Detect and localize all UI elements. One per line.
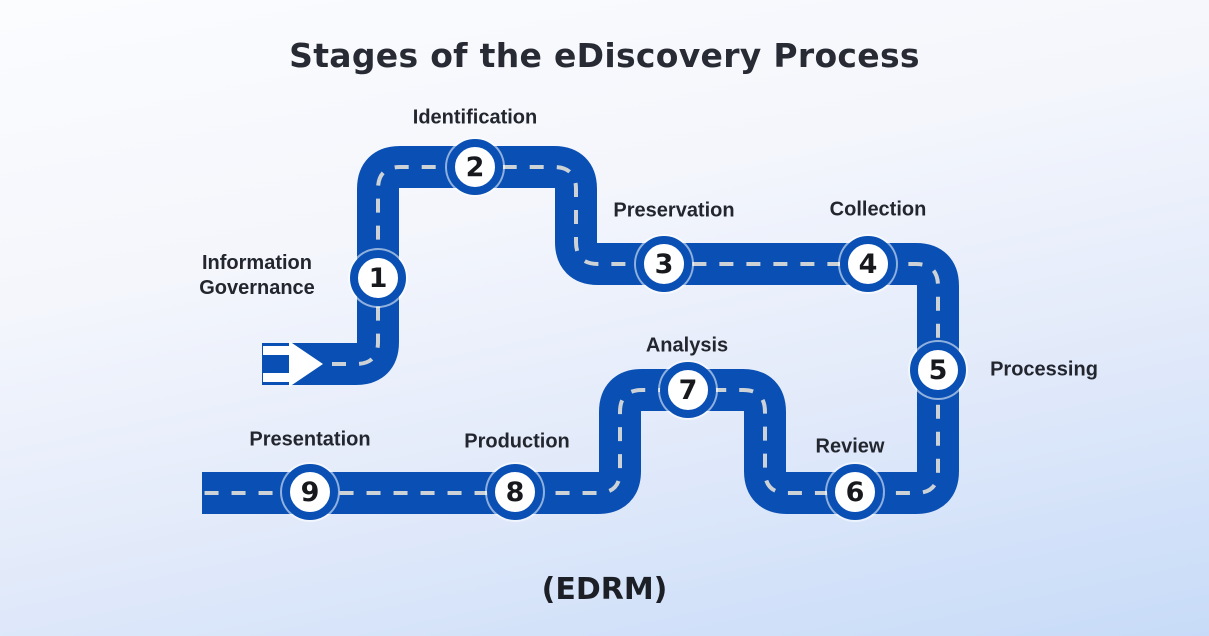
stage-label-presentation: Presentation [249,428,371,451]
stage-label-review: Review [815,435,885,458]
stage-circle-information-governance: 1 [350,250,406,306]
stage-circle-analysis: 7 [660,362,716,418]
stage-number: 5 [928,354,948,386]
stage-circle-production: 8 [487,464,543,520]
stage-number: 2 [465,151,485,183]
arrow-tail-bar-bottom [263,373,290,382]
road-center-dashes [204,165,940,495]
stage-circle-identification: 2 [447,139,503,195]
stage-circle-preservation: 3 [636,236,692,292]
stage-number: 9 [300,476,320,508]
stage-label-collection: Collection [829,198,927,221]
stage-label-processing: Processing [990,358,1098,381]
stage-number: 7 [678,374,698,406]
stage-label-production: Production [464,430,570,453]
edrm-caption: (EDRM) [541,572,668,607]
stage-number: 8 [505,476,525,508]
page-title: Stages of the eDiscovery Process [289,36,920,75]
stage-circle-presentation: 9 [282,464,338,520]
stage-number: 3 [654,248,674,280]
stage-number: 6 [845,476,865,508]
arrow-tail-bar-top [263,346,290,355]
stage-label-preservation: Preservation [613,199,735,222]
stage-number: 4 [858,248,878,280]
arrow-head [289,341,323,387]
stage-circle-processing: 5 [910,342,966,398]
stage-circle-review: 6 [827,464,883,520]
stage-label-identification: Identification [412,106,538,129]
road-start-arrow-icon [263,341,323,387]
stage-circle-collection: 4 [840,236,896,292]
stage-number: 1 [368,262,388,294]
stage-label-analysis: Analysis [645,334,729,357]
stage-label-information-governance: Information Governance [199,252,315,299]
